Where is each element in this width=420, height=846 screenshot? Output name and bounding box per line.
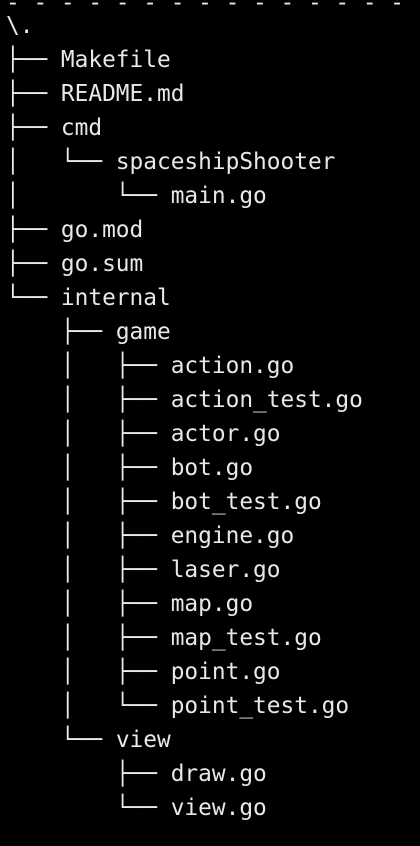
tree-entry-name: engine.go <box>170 523 295 549</box>
tree-branch-prefix: ├── <box>6 47 61 73</box>
tree-entry: └── view <box>6 723 171 757</box>
tree-branch-prefix: │ ├── <box>6 353 171 379</box>
tree-entry-name: draw.go <box>170 761 267 787</box>
tree-entry: ├── README.md <box>6 77 184 111</box>
tree-branch-prefix: │ ├── <box>6 489 171 515</box>
tree-entry-name: bot.go <box>170 455 254 481</box>
tree-entry-name: laser.go <box>170 557 281 583</box>
tree-branch-prefix: │ └── <box>6 183 171 209</box>
tree-entry: └── internal <box>6 281 171 315</box>
tree-branch-prefix: │ ├── <box>6 455 171 481</box>
tree-entry: │ ├── action_test.go <box>6 383 363 417</box>
tree-entry: │ └── main.go <box>6 179 267 213</box>
tree-branch-prefix: └── <box>6 795 171 821</box>
tree-entry-name: actor.go <box>170 421 281 447</box>
tree-entry-name: action.go <box>170 353 295 379</box>
tree-branch-prefix: │ ├── <box>6 557 171 583</box>
tree-entry-name: go.mod <box>60 217 144 243</box>
tree-entry-name: cmd <box>60 115 103 141</box>
tree-entry: ├── go.sum <box>6 247 143 281</box>
tree-entry: ├── cmd <box>6 111 102 145</box>
tree-entry: ├── draw.go <box>6 757 267 791</box>
tree-entry-name: game <box>115 319 171 345</box>
tree-branch-prefix: │ ├── <box>6 659 171 685</box>
tree-entry-name: spaceshipShooter <box>115 149 336 175</box>
tree-entry: │ ├── action.go <box>6 349 294 383</box>
tree-entry: ├── go.mod <box>6 213 143 247</box>
clipped-command-line: - - - - - - - - - - - - - - - - - - - <box>6 0 420 16</box>
tree-entry: │ └── point_test.go <box>6 689 349 723</box>
tree-entry: │ ├── engine.go <box>6 519 294 553</box>
tree-branch-prefix: ├── <box>6 115 61 141</box>
tree-entry: │ ├── actor.go <box>6 417 281 451</box>
tree-entry-name: go.sum <box>60 251 144 277</box>
tree-branch-prefix: ├── <box>6 761 171 787</box>
tree-branch-prefix: │ ├── <box>6 421 171 447</box>
tree-entry: │ ├── map.go <box>6 587 253 621</box>
tree-entry: │ ├── map_test.go <box>6 621 322 655</box>
tree-branch-prefix: │ ├── <box>6 625 171 651</box>
tree-entry-name: point.go <box>170 659 281 685</box>
tree-branch-prefix: │ ├── <box>6 387 171 413</box>
tree-branch-prefix: │ └── <box>6 149 116 175</box>
tree-branch-prefix: ├── <box>6 217 61 243</box>
tree-entry: ├── Makefile <box>6 43 171 77</box>
tree-entry: └── view.go <box>6 791 267 825</box>
tree-entry: │ ├── point.go <box>6 655 281 689</box>
tree-entry-name: map.go <box>170 591 254 617</box>
tree-branch-prefix: │ ├── <box>6 591 171 617</box>
tree-entry-name: main.go <box>170 183 267 209</box>
tree-entry: │ └── spaceshipShooter <box>6 145 335 179</box>
tree-branch-prefix: │ ├── <box>6 523 171 549</box>
tree-branch-prefix: └── <box>6 285 61 311</box>
tree-entry: │ ├── bot.go <box>6 451 253 485</box>
tree-entry-name: README.md <box>60 81 185 107</box>
tree-entry-name: point_test.go <box>170 693 350 719</box>
tree-entry-name: internal <box>60 285 171 311</box>
tree-branch-prefix: ├── <box>6 251 61 277</box>
tree-entry: │ ├── bot_test.go <box>6 485 322 519</box>
tree-entry-name: map_test.go <box>170 625 322 651</box>
tree-root: \. <box>6 13 34 39</box>
tree-entry: ├── game <box>6 315 171 349</box>
tree-entry-name: Makefile <box>60 47 171 73</box>
tree-entry-name: bot_test.go <box>170 489 322 515</box>
tree-branch-prefix: └── <box>6 727 116 753</box>
tree-branch-prefix: ├── <box>6 319 116 345</box>
tree-entry-name: view <box>115 727 171 753</box>
tree-entry-name: action_test.go <box>170 387 363 413</box>
tree-entry: │ ├── laser.go <box>6 553 281 587</box>
tree-entry-name: view.go <box>170 795 267 821</box>
tree-branch-prefix: │ └── <box>6 693 171 719</box>
tree-branch-prefix: ├── <box>6 81 61 107</box>
